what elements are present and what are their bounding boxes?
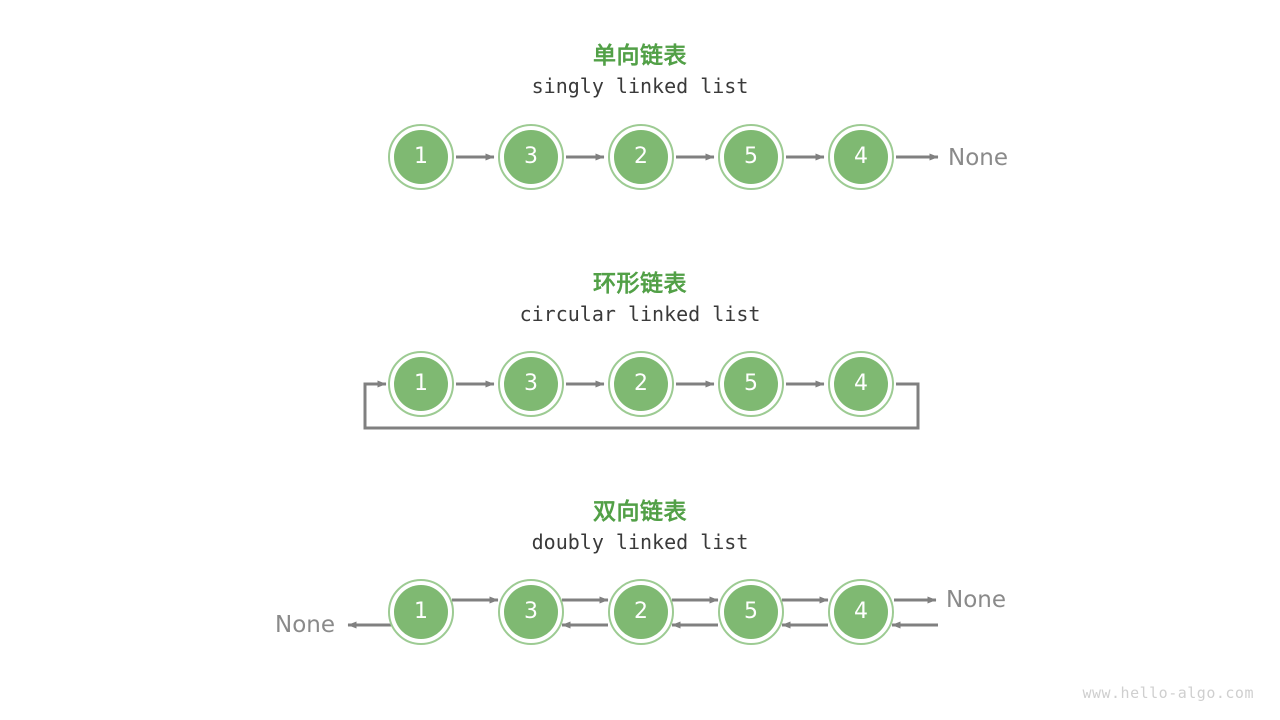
section-title-doubly: 双向链表: [593, 499, 687, 525]
arrow-circular-tail-to-head: [363, 380, 920, 430]
list-node: 2: [608, 124, 674, 190]
list-node: 5: [718, 579, 784, 645]
section-subtitle-singly: singly linked list: [531, 74, 749, 98]
list-node: 3: [498, 124, 564, 190]
node-value: 1: [394, 357, 448, 411]
list-node: 1: [388, 351, 454, 417]
list-node: 4: [828, 351, 894, 417]
list-node: 2: [608, 579, 674, 645]
node-value: 2: [614, 585, 668, 639]
list-node: 4: [828, 124, 894, 190]
section-subtitle-doubly: doubly linked list: [531, 530, 749, 554]
node-value: 3: [504, 130, 558, 184]
section-title-singly: 单向链表: [593, 43, 687, 69]
node-value: 5: [724, 585, 778, 639]
node-value: 3: [504, 357, 558, 411]
section-title-circular: 环形链表: [593, 271, 687, 297]
node-value: 5: [724, 130, 778, 184]
list-node: 1: [388, 579, 454, 645]
list-node: 1: [388, 124, 454, 190]
list-node: 3: [498, 351, 564, 417]
node-value: 2: [614, 130, 668, 184]
node-value: 4: [834, 357, 888, 411]
list-node: 5: [718, 351, 784, 417]
node-value: 4: [834, 130, 888, 184]
list-node: 3: [498, 579, 564, 645]
tail-none-label-singly: None: [948, 145, 1009, 171]
list-node: 5: [718, 124, 784, 190]
node-value: 5: [724, 357, 778, 411]
list-node: 2: [608, 351, 674, 417]
section-subtitle-circular: circular linked list: [519, 302, 761, 326]
node-value: 2: [614, 357, 668, 411]
node-value: 4: [834, 585, 888, 639]
tail-none-label-doubly: None: [946, 587, 1007, 613]
node-value: 1: [394, 130, 448, 184]
node-value: 3: [504, 585, 558, 639]
watermark: www.hello-algo.com: [1082, 684, 1254, 702]
head-none-label-doubly: None: [275, 612, 336, 638]
list-node: 4: [828, 579, 894, 645]
node-value: 1: [394, 585, 448, 639]
